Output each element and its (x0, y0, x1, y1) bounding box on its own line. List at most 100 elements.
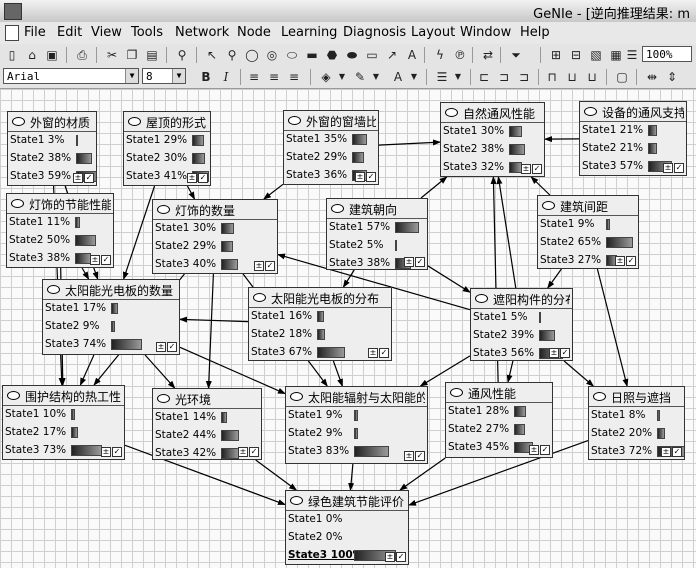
state-row[interactable]: State1 28% (446, 403, 552, 421)
node-header[interactable]: 太阳能光电板的数量 (43, 280, 179, 300)
state-row[interactable]: State2 38% (441, 141, 544, 159)
copy-icon[interactable]: ❐ (126, 48, 138, 62)
network-arc[interactable] (563, 360, 595, 387)
network-arc[interactable] (263, 183, 284, 200)
menu-file[interactable]: File (24, 25, 46, 40)
picture-icon[interactable]: ▧ (590, 48, 602, 62)
align-right-icon[interactable]: ≡ (288, 70, 300, 84)
zoom-icon[interactable]: ⚲ (227, 48, 237, 62)
state-row[interactable]: State1 21% (580, 122, 686, 140)
same-size-icon[interactable]: ▢ (616, 70, 628, 84)
menu-node[interactable]: Node (237, 25, 271, 40)
state-row[interactable]: State3 40% (153, 256, 277, 273)
state-row[interactable]: State1 3% (8, 132, 96, 150)
chevron-down-icon[interactable]: ▼ (338, 72, 346, 81)
find-icon[interactable]: ⚲ (177, 48, 187, 62)
network-arc[interactable] (144, 354, 176, 389)
network-arc[interactable] (547, 268, 562, 289)
check-icon[interactable]: ✓ (560, 348, 570, 358)
expand-icon[interactable]: ± (238, 447, 248, 457)
node-header[interactable]: 建筑朝向 (327, 199, 427, 219)
state-row[interactable]: State1 30% (153, 220, 277, 238)
expand-icon[interactable]: ± (156, 342, 166, 352)
state-row[interactable]: State1 0% (286, 511, 408, 529)
graph-icon[interactable]: ⊟ (570, 48, 582, 62)
line-width-icon[interactable]: ☰ (436, 70, 448, 84)
network-arc[interactable] (378, 139, 441, 146)
align-nodes-left-icon[interactable]: ⊏ (478, 70, 490, 84)
network-arc[interactable] (122, 185, 156, 280)
check-icon[interactable]: ✓ (84, 173, 94, 183)
space-vertical-icon[interactable]: ⇕ (666, 70, 678, 84)
expand-icon[interactable]: ± (661, 447, 671, 457)
filter-icon[interactable]: ⏷ (511, 48, 521, 62)
network-arc[interactable] (81, 267, 90, 280)
align-nodes-center-icon[interactable]: ⊐ (498, 70, 510, 84)
paste-icon[interactable]: ▤ (146, 48, 158, 62)
state-row[interactable]: State2 21% (580, 140, 686, 158)
expand-icon[interactable]: ± (73, 173, 83, 183)
expand-icon[interactable]: ± (385, 552, 395, 562)
menu-tools[interactable]: Tools (131, 25, 164, 40)
state-row[interactable]: State2 44% (153, 427, 261, 445)
text-tool-icon[interactable]: A (407, 48, 417, 62)
equation-node-icon[interactable]: ⬭ (286, 48, 298, 62)
save-icon[interactable]: ▣ (46, 48, 58, 62)
state-row[interactable]: State1 5% (471, 309, 572, 327)
font-family-select[interactable]: Arial▼ (3, 68, 139, 84)
check-icon[interactable]: ✓ (167, 342, 177, 352)
chevron-down-icon[interactable]: ▼ (454, 72, 462, 81)
update-beliefs-icon[interactable]: ϟ (436, 48, 444, 62)
expand-icon[interactable]: ± (355, 172, 365, 182)
zoom-select[interactable]: 100% (642, 46, 692, 62)
node-header[interactable]: 通风性能 (446, 383, 552, 403)
bold-icon[interactable]: B (201, 70, 211, 84)
check-icon[interactable]: ✓ (540, 445, 550, 455)
align-center-icon[interactable]: ≡ (268, 70, 280, 84)
network-arc[interactable] (408, 439, 589, 506)
state-row[interactable]: State2 39% (471, 327, 572, 345)
state-row[interactable]: State2 50% (7, 232, 113, 250)
state-row[interactable]: State2 9% (286, 425, 427, 443)
expand-icon[interactable]: ± (549, 348, 559, 358)
node-header[interactable]: 设备的通风支持 (580, 102, 686, 122)
chevron-down-icon[interactable]: ▼ (125, 69, 138, 83)
node-header[interactable]: 建筑间距 (538, 196, 638, 216)
state-row[interactable]: State3 67% (249, 344, 391, 360)
state-row[interactable]: State3 100% (286, 547, 408, 564)
network-arc[interactable] (205, 273, 214, 389)
network-arc[interactable] (496, 176, 517, 289)
state-row[interactable]: State1 10% (3, 406, 124, 424)
layout-icon[interactable]: ⊞ (550, 48, 562, 62)
print-icon[interactable]: ⎙ (77, 48, 87, 62)
node-header[interactable]: 绿色建筑节能评价 (286, 491, 408, 511)
network-arc[interactable] (277, 253, 471, 311)
check-icon[interactable]: ✓ (415, 257, 425, 267)
expand-icon[interactable]: ± (521, 164, 531, 174)
align-nodes-bottom-icon[interactable]: ⊔ (587, 70, 597, 84)
decision-node-icon[interactable]: ▬ (306, 48, 318, 62)
node-header[interactable]: 日照与遮挡 (589, 387, 684, 407)
expand-icon[interactable]: ± (254, 261, 264, 271)
menu-diagnosis[interactable]: Diagnosis (343, 25, 407, 40)
network-arc[interactable] (419, 355, 471, 387)
app-icon[interactable] (4, 3, 22, 20)
state-row[interactable]: State1 35% (284, 131, 378, 149)
chevron-down-icon[interactable]: ▼ (172, 69, 185, 83)
network-arc[interactable] (342, 269, 355, 288)
check-icon[interactable]: ✓ (674, 163, 684, 173)
state-row[interactable]: State3 74% (43, 336, 179, 354)
network-arc[interactable] (530, 176, 551, 196)
expand-icon[interactable]: ± (663, 163, 673, 173)
state-row[interactable]: State2 38% (8, 150, 96, 168)
menu-window[interactable]: Window (460, 25, 512, 40)
space-horizontal-icon[interactable]: ⇹ (646, 70, 658, 84)
node-header[interactable]: 屋顶的形式 (124, 112, 210, 132)
node-header[interactable]: 太阳能辐射与太阳能的... (286, 387, 427, 407)
check-icon[interactable]: ✓ (101, 255, 111, 265)
